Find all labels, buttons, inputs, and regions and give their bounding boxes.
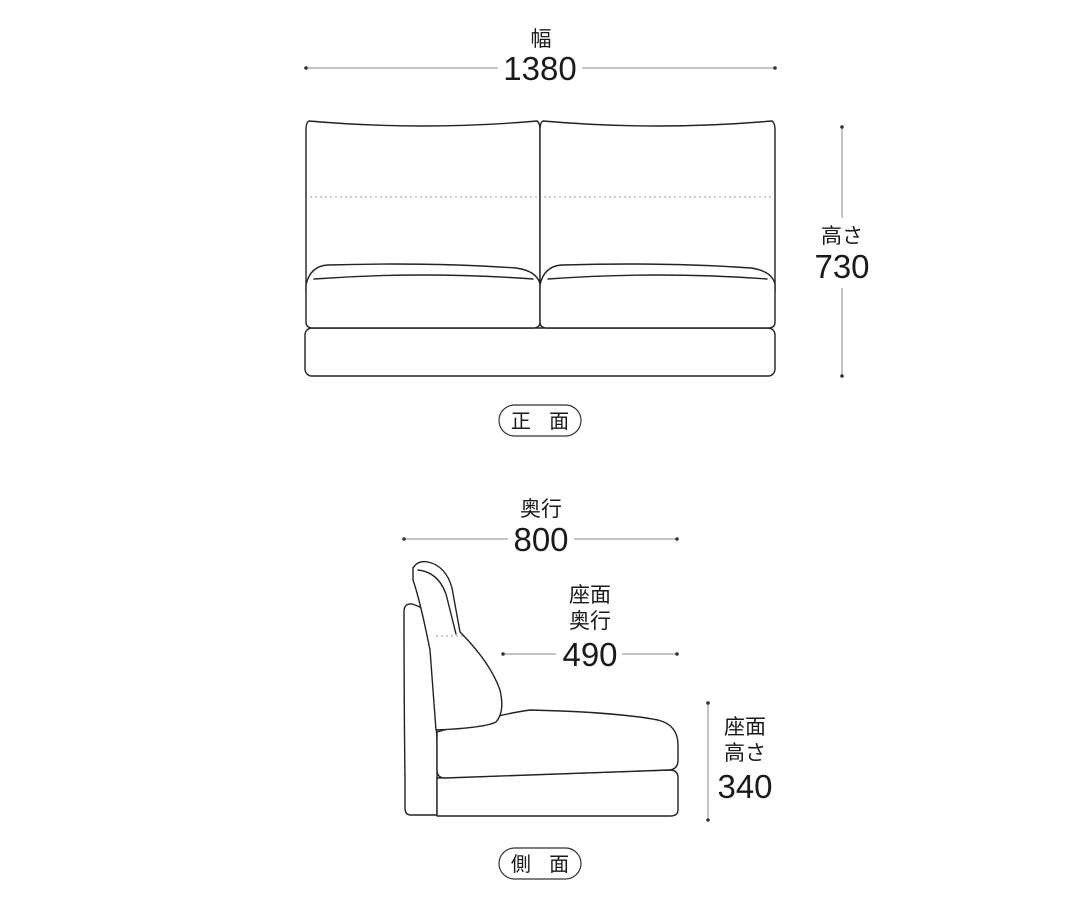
seat-depth-label-line2: 奥行 [569,609,611,633]
right-seat-cushion-top-edge [547,274,768,280]
width-value-mask [498,50,582,86]
seat-height-dimension-top-end [706,701,710,705]
seat-depth-dimension: 座面 奥行 490 [501,583,679,673]
height-value: 730 [814,248,869,285]
depth-dimension-right-end [675,537,679,541]
width-dimension-left-end [304,66,308,70]
height-value-mask [806,218,878,288]
depth-value: 800 [513,521,568,558]
sofa-front-drawing [304,120,776,377]
left-seat-cushion-top-edge [313,274,534,280]
seat-height-label-line2: 高さ [724,741,766,765]
side-view-label: 側 面 [511,852,575,876]
side-view-pill [498,847,582,880]
left-back-cushion [305,120,541,293]
seat-depth-dimension-left-end [501,652,505,656]
seat-depth-label-line1: 座面 [569,583,611,607]
side-back-frame [403,603,438,816]
height-dimension-bottom-end [840,374,844,378]
front-view-badge: 正 面 [498,404,582,437]
depth-dimension-left-end [402,537,406,541]
sofa-side-drawing [403,560,679,817]
width-dimension-right-end [773,66,777,70]
seat-depth-value-mask [556,637,622,671]
front-view: 幅 1380 高さ 730 [304,27,878,437]
right-seat-cushion [539,263,776,329]
depth-value-mask [508,522,574,556]
height-dimension-top-end [840,125,844,129]
height-label: 高さ [821,224,863,248]
height-dimension: 高さ 730 [806,125,878,378]
seat-height-label-line1: 座面 [724,715,766,739]
depth-dimension: 奥行 800 [402,497,679,558]
seat-depth-value: 490 [562,636,617,673]
side-back-cushion [412,560,503,731]
seat-height-dimension: 座面 高さ 340 [706,701,773,822]
width-value: 1380 [503,50,576,87]
side-base-cushion [436,769,679,817]
right-back-cushion [539,120,776,293]
seat-height-dimension-bottom-end [706,818,710,822]
width-dimension: 幅 1380 [304,27,777,87]
depth-label: 奥行 [520,497,562,521]
left-seat-cushion [305,263,541,329]
side-back-cushion-inner-line [417,569,457,635]
seat-height-value: 340 [717,768,772,805]
seat-depth-dimension-right-end [675,652,679,656]
side-view: 奥行 800 座面 奥行 490 座面 高さ 340 [402,497,773,880]
front-view-pill [498,404,582,437]
sofa-base [304,327,776,377]
front-view-label: 正 面 [511,409,575,433]
width-label: 幅 [531,27,552,51]
side-seat-cushion [436,709,679,779]
side-view-badge: 側 面 [498,847,582,880]
